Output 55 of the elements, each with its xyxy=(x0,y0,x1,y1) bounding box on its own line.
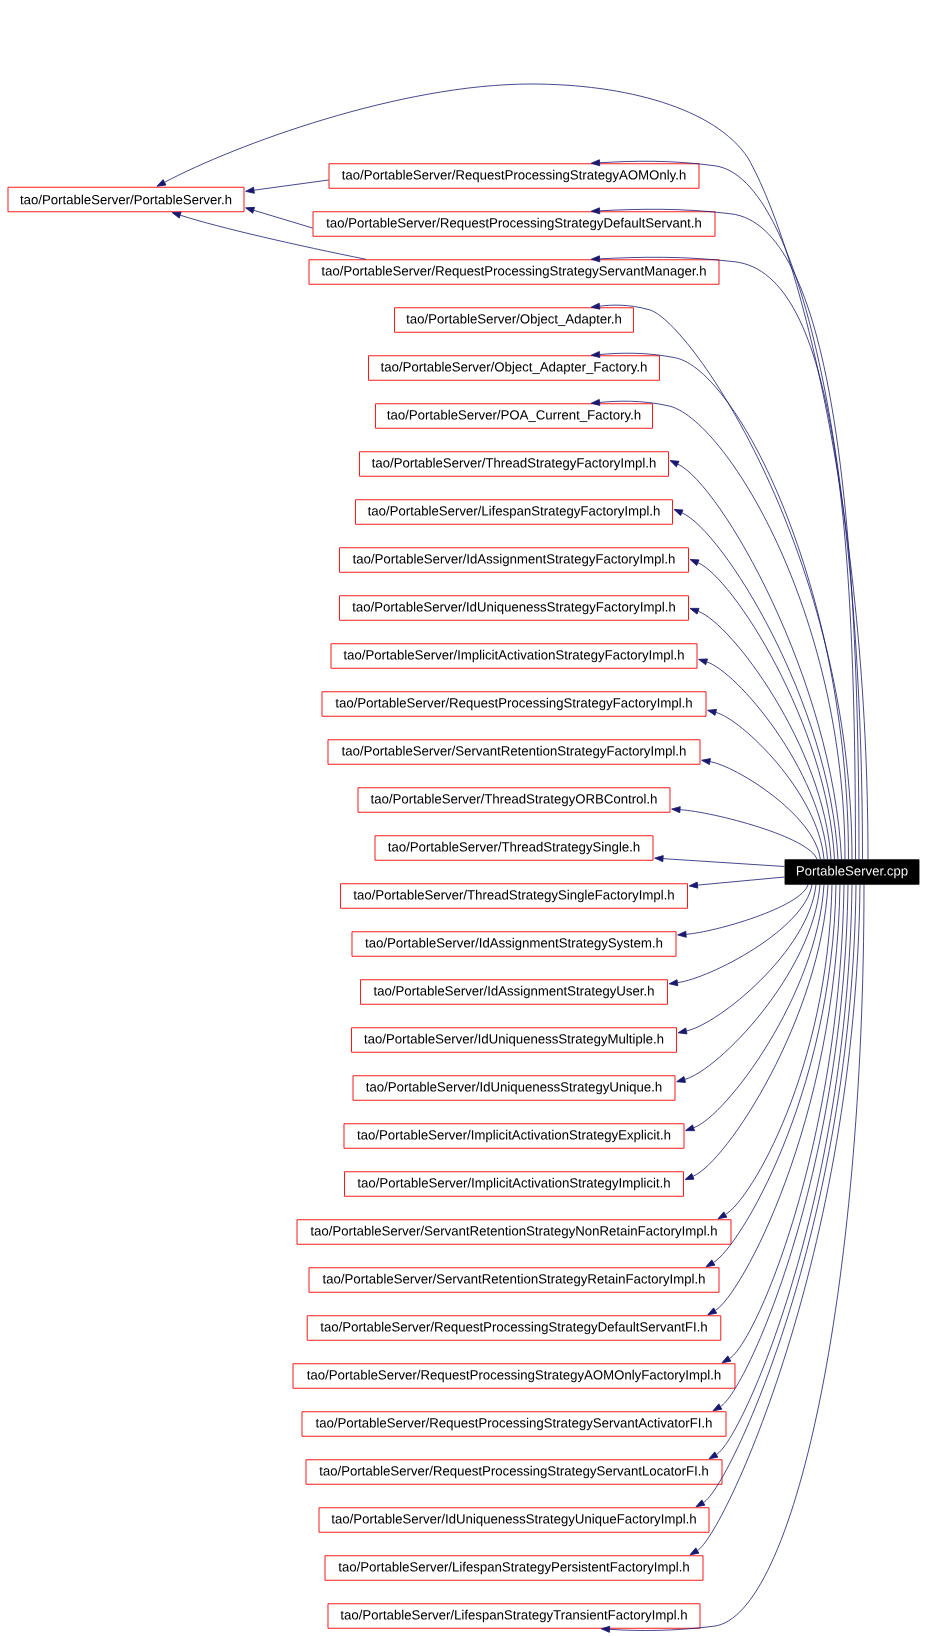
file-box: tao/PortableServer/IdUniquenessStrategyMultiple.h xyxy=(351,1027,677,1053)
file-box: tao/PortableServer/ThreadStrategySingle.h xyxy=(374,835,654,861)
file-box: tao/PortableServer/ThreadStrategyFactoryImpl.h xyxy=(359,451,669,477)
file-box: tao/PortableServer/RequestProcessingStrategyAOMOnlyFactoryImpl.h xyxy=(292,1363,736,1389)
file-box: tao/PortableServer/ServantRetentionStrategyRetainFactoryImpl.h xyxy=(308,1267,720,1293)
file-box: tao/PortableServer/POA_Current_Factory.h xyxy=(375,403,653,429)
arrow xyxy=(707,709,825,860)
file-box: tao/PortableServer/IdAssignmentStrategySystem.h xyxy=(351,931,677,957)
arrow xyxy=(671,806,818,860)
highlighted-file-box: PortableServer.cpp xyxy=(784,859,920,885)
file-box: tao/PortableServer/RequestProcessingStrategyServantActivatorFI.h xyxy=(301,1411,727,1437)
arrow xyxy=(245,206,313,229)
file-box: tao/PortableServer/ThreadStrategyORBControl.h xyxy=(357,787,671,813)
file-box: tao/PortableServer/IdUniquenessStrategyUnique.h xyxy=(352,1075,676,1101)
arrow xyxy=(245,179,329,194)
file-box: tao/PortableServer/IdUniquenessStrategyFactoryImpl.h xyxy=(339,595,689,621)
arrow xyxy=(677,884,809,938)
arrow xyxy=(600,884,865,1633)
arrow xyxy=(156,83,869,860)
arrow xyxy=(717,884,833,1220)
arrow xyxy=(677,884,817,1035)
arrow xyxy=(676,884,821,1083)
arrow xyxy=(689,559,835,860)
arrow xyxy=(684,884,829,1180)
file-box: tao/PortableServer/RequestProcessingStrategyServantLocatorFI.h xyxy=(305,1459,723,1485)
file-box: tao/PortableServer/LifespanStrategyTransientFactoryImpl.h xyxy=(327,1603,701,1629)
arrow xyxy=(698,658,828,860)
arrow xyxy=(685,884,825,1132)
arrow xyxy=(721,884,845,1364)
file-box: tao/PortableServer/LifespanStrategyFactoryImpl.h xyxy=(355,499,673,525)
arrow xyxy=(654,855,785,867)
file-box: tao/PortableServer/PortableServer.h xyxy=(7,186,245,213)
arrow xyxy=(689,608,832,860)
file-box: tao/PortableServer/RequestProcessingStrategyFactoryImpl.h xyxy=(321,691,707,717)
file-box: tao/PortableServer/ImplicitActivationStrategyImplicit.h xyxy=(344,1171,684,1197)
file-box: tao/PortableServer/ThreadStrategySingleFactoryImpl.h xyxy=(340,883,688,909)
arrow xyxy=(688,876,785,889)
file-box: tao/PortableServer/LifespanStrategyPersistentFactoryImpl.h xyxy=(324,1555,704,1581)
file-box: tao/PortableServer/RequestProcessingStrategyDefaultServantFI.h xyxy=(306,1315,722,1341)
file-box: tao/PortableServer/Object_Adapter_Factory.h xyxy=(368,355,660,381)
arrow xyxy=(668,884,813,987)
file-box: tao/PortableServer/RequestProcessingStrategyServantManager.h xyxy=(308,259,720,285)
arrow xyxy=(669,460,842,860)
file-box: tao/PortableServer/ServantRetentionStrategyFactoryImpl.h xyxy=(327,739,701,765)
arrow xyxy=(673,509,839,860)
arrow xyxy=(701,758,821,860)
file-box: tao/PortableServer/ImplicitActivationStrategyFactoryImpl.h xyxy=(330,643,698,669)
file-box: tao/PortableServer/RequestProcessingStrategyAOMOnly.h xyxy=(328,163,700,189)
file-box: tao/PortableServer/Object_Adapter.h xyxy=(394,307,634,333)
file-box: tao/PortableServer/IdAssignmentStrategyFactoryImpl.h xyxy=(339,547,689,573)
file-box: tao/PortableServer/IdUniquenessStrategyUniqueFactoryImpl.h xyxy=(318,1507,710,1533)
file-box: tao/PortableServer/ServantRetentionStrategyNonRetainFactoryImpl.h xyxy=(296,1219,732,1245)
file-box: tao/PortableServer/IdAssignmentStrategyUser.h xyxy=(360,979,668,1005)
file-box: tao/PortableServer/ImplicitActivationStrategyExplicit.h xyxy=(343,1123,685,1149)
file-box: tao/PortableServer/RequestProcessingStrategyDefaultServant.h xyxy=(312,211,716,237)
